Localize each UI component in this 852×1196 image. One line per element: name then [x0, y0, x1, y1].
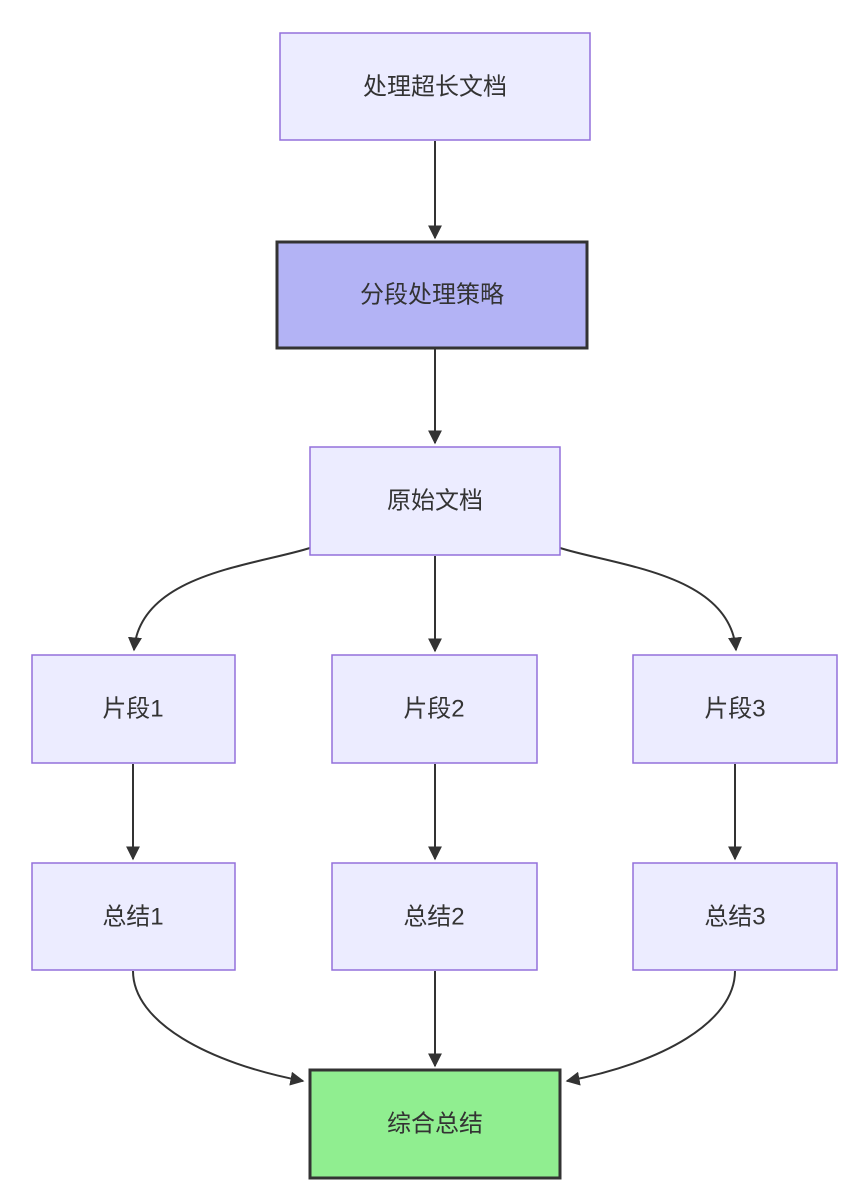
node-doc: 原始文档	[309, 446, 561, 556]
node-seg1-label: 片段1	[102, 696, 163, 723]
node-final-label: 综合总结	[387, 1111, 483, 1138]
node-strategy-label: 分段处理策略	[360, 282, 504, 309]
node-start-label: 处理超长文档	[363, 74, 507, 101]
edge-sum1-final	[132, 970, 305, 1086]
node-sum2-label: 总结2	[403, 904, 464, 931]
edge-doc-seg1	[128, 547, 311, 652]
node-doc-box	[309, 446, 561, 556]
node-seg3-label: 片段3	[704, 696, 765, 723]
node-strategy: 分段处理策略	[275, 240, 589, 350]
node-start: 处理超长文档	[279, 32, 591, 141]
node-final: 综合总结	[308, 1068, 562, 1180]
node-sum1: 总结1	[31, 862, 236, 971]
node-seg2-label: 片段2	[403, 696, 464, 723]
node-sum1-box	[31, 862, 236, 971]
node-start-box	[279, 32, 591, 141]
node-seg2: 片段2	[331, 654, 538, 764]
edges	[126, 141, 742, 1086]
edge-doc-seg3	[559, 547, 742, 652]
edge-sum3-final	[565, 970, 736, 1086]
node-seg1-box	[31, 654, 236, 764]
node-seg3-box	[632, 654, 838, 764]
node-seg2-box	[331, 654, 538, 764]
node-sum2-box	[331, 862, 538, 971]
node-seg1: 片段1	[31, 654, 236, 764]
node-doc-label: 原始文档	[387, 488, 483, 515]
node-sum3: 总结3	[632, 862, 838, 971]
node-sum2: 总结2	[331, 862, 538, 971]
node-sum3-label: 总结3	[704, 904, 765, 931]
node-strategy-box	[275, 240, 589, 350]
node-final-box	[308, 1068, 562, 1180]
node-sum1-label: 总结1	[102, 904, 163, 931]
node-seg3: 片段3	[632, 654, 838, 764]
node-sum3-box	[632, 862, 838, 971]
